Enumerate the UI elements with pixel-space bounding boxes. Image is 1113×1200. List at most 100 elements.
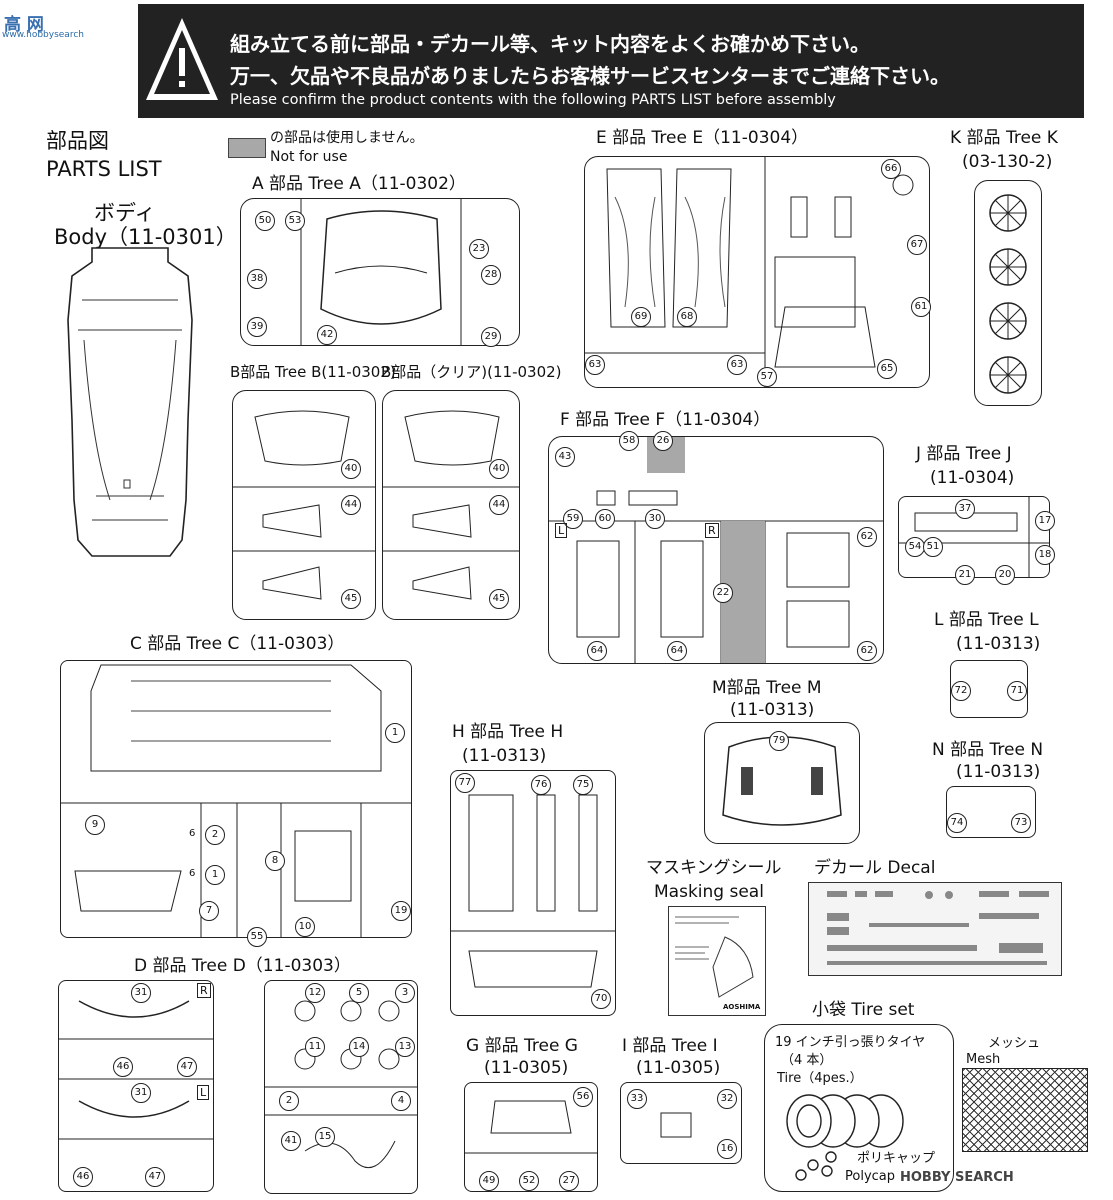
part-num: 55 — [247, 927, 267, 947]
tree-b-clear-frame: 40 44 45 — [382, 390, 520, 620]
tree-k-frame — [974, 180, 1042, 406]
tree-j-frame: 37 17 54 51 18 21 20 — [898, 496, 1055, 585]
part-num: 31 — [131, 1083, 151, 1103]
tree-c-label: C 部品 Tree C（11-0303） — [130, 634, 345, 654]
part-num: 20 — [995, 565, 1015, 585]
watermark-logo: 高 网 — [4, 15, 44, 35]
part-num: 23 — [469, 239, 489, 259]
tire-label-jp: 19 インチ引っ張りタイヤ — [775, 1035, 926, 1050]
part-num: 27 — [559, 1171, 579, 1191]
part-num: 74 — [947, 813, 967, 833]
masking-brand: AOSHIMA — [723, 1003, 761, 1011]
tree-k-code: (03-130-2) — [962, 152, 1053, 172]
part-num: 69 — [631, 307, 651, 327]
part-num: 1 — [205, 865, 225, 885]
mesh-label-en: Mesh — [966, 1052, 1001, 1067]
tree-k-label: K 部品 Tree K — [950, 128, 1058, 148]
part-num: 39 — [247, 317, 267, 337]
legend-text-jp: の部品は使用しません。 — [270, 130, 424, 146]
tree-d-left-frame: 31 46 47 31 46 47 R L — [58, 980, 214, 1192]
part-num: 63 — [585, 355, 605, 375]
part-num: 37 — [955, 499, 975, 519]
part-num: 75 — [573, 775, 593, 795]
warning-triangle-icon — [146, 18, 218, 100]
side-marker-l: L — [555, 523, 568, 538]
part-num: 45 — [489, 589, 509, 609]
part-num: 2 — [205, 825, 225, 845]
tire-qty: （4 本） — [781, 1053, 833, 1068]
part-num: 64 — [587, 641, 607, 661]
tree-i-label: I 部品 Tree I — [622, 1036, 718, 1056]
decal-label: デカール Decal — [814, 858, 936, 878]
tree-h-code: (11-0313) — [462, 746, 547, 766]
part-num: 28 — [481, 265, 501, 285]
decal-sheet — [808, 882, 1062, 976]
tree-m-frame: 79 — [704, 722, 860, 844]
tree-n-frame: 74 73 — [946, 786, 1036, 838]
part-num: 59 — [563, 509, 583, 529]
tire-label-en: Tire（4pes.） — [777, 1071, 863, 1086]
tree-g-code: (11-0305) — [484, 1058, 569, 1078]
part-num: 11 — [305, 1037, 325, 1057]
warning-line-3: Please confirm the product contents with… — [230, 92, 836, 108]
part-num: 63 — [727, 355, 747, 375]
part-num: 60 — [595, 509, 615, 529]
body-label-jp: ボディ — [94, 201, 156, 225]
warning-line-1: 組み立てる前に部品・デカール等、キット内容をよくお確かめ下さい。 — [230, 32, 870, 56]
part-num: 16 — [717, 1139, 737, 1159]
part-num: 10 — [295, 917, 315, 937]
part-num: 62 — [857, 527, 877, 547]
mesh-label-jp: メッシュ — [988, 1036, 1041, 1051]
part-num: 40 — [489, 459, 509, 479]
part-num: 54 — [905, 537, 925, 557]
part-num: 4 — [391, 1091, 411, 1111]
part-num: 45 — [341, 589, 361, 609]
part-num: 21 — [955, 565, 975, 585]
tree-d-right-frame: 12 5 3 11 14 13 2 4 41 15 — [264, 980, 418, 1194]
part-num: 7 — [199, 901, 219, 921]
part-num: 62 — [857, 641, 877, 661]
part-num: 9 — [85, 815, 105, 835]
part-num: 8 — [265, 851, 285, 871]
tree-l-label: L 部品 Tree L — [934, 610, 1039, 630]
part-num: 77 — [455, 773, 475, 793]
part-num: 19 — [391, 901, 411, 921]
tree-i-frame: 33 32 16 — [620, 1082, 742, 1164]
body-label-en: Body（11-0301） — [54, 225, 237, 249]
side-marker-l: L — [197, 1085, 210, 1100]
part-num: 79 — [769, 731, 789, 751]
part-num: 17 — [1035, 511, 1055, 531]
part-num: 5 — [349, 983, 369, 1003]
part-num: 41 — [281, 1131, 301, 1151]
part-num: 22 — [713, 583, 733, 603]
tree-h-frame: 77 76 75 70 — [450, 770, 616, 1016]
tireset-bag: 19 インチ引っ張りタイヤ （4 本） Tire（4pes.） ポリキャップ P… — [764, 1024, 954, 1192]
part-num: 76 — [531, 775, 551, 795]
tree-b-label: B部品 Tree B(11-0302) — [230, 363, 396, 381]
part-num: 52 — [519, 1171, 539, 1191]
part-num: 14 — [349, 1037, 369, 1057]
part-num: 33 — [627, 1089, 647, 1109]
tree-e-label: E 部品 Tree E（11-0304） — [596, 128, 809, 148]
part-num: 1 — [385, 723, 405, 743]
masking-label-jp: マスキングシール — [646, 858, 782, 878]
tree-n-code: (11-0313) — [956, 762, 1041, 782]
masking-label-en: Masking seal — [654, 882, 764, 902]
side-marker-r: R — [705, 523, 719, 538]
legend-text-en: Not for use — [270, 149, 348, 165]
tree-m-label: M部品 Tree M — [712, 678, 822, 698]
part-num: 72 — [951, 681, 971, 701]
polycap-label-en: Polycap — [845, 1169, 896, 1184]
part-num: 38 — [247, 269, 267, 289]
not-for-use-swatch — [228, 138, 266, 158]
part-num: 30 — [645, 509, 665, 529]
part-num: 46 — [73, 1167, 93, 1187]
part-num: 43 — [555, 447, 575, 467]
warning-header: 組み立てる前に部品・デカール等、キット内容をよくお確かめ下さい。 万一、欠品や不… — [138, 4, 1084, 118]
part-num: 71 — [1007, 681, 1027, 701]
part-num: 44 — [489, 495, 509, 515]
tree-j-label: J 部品 Tree J — [916, 444, 1012, 464]
part-num: 47 — [145, 1167, 165, 1187]
part-num: 6 — [189, 825, 196, 843]
part-num: 56 — [573, 1087, 593, 1107]
